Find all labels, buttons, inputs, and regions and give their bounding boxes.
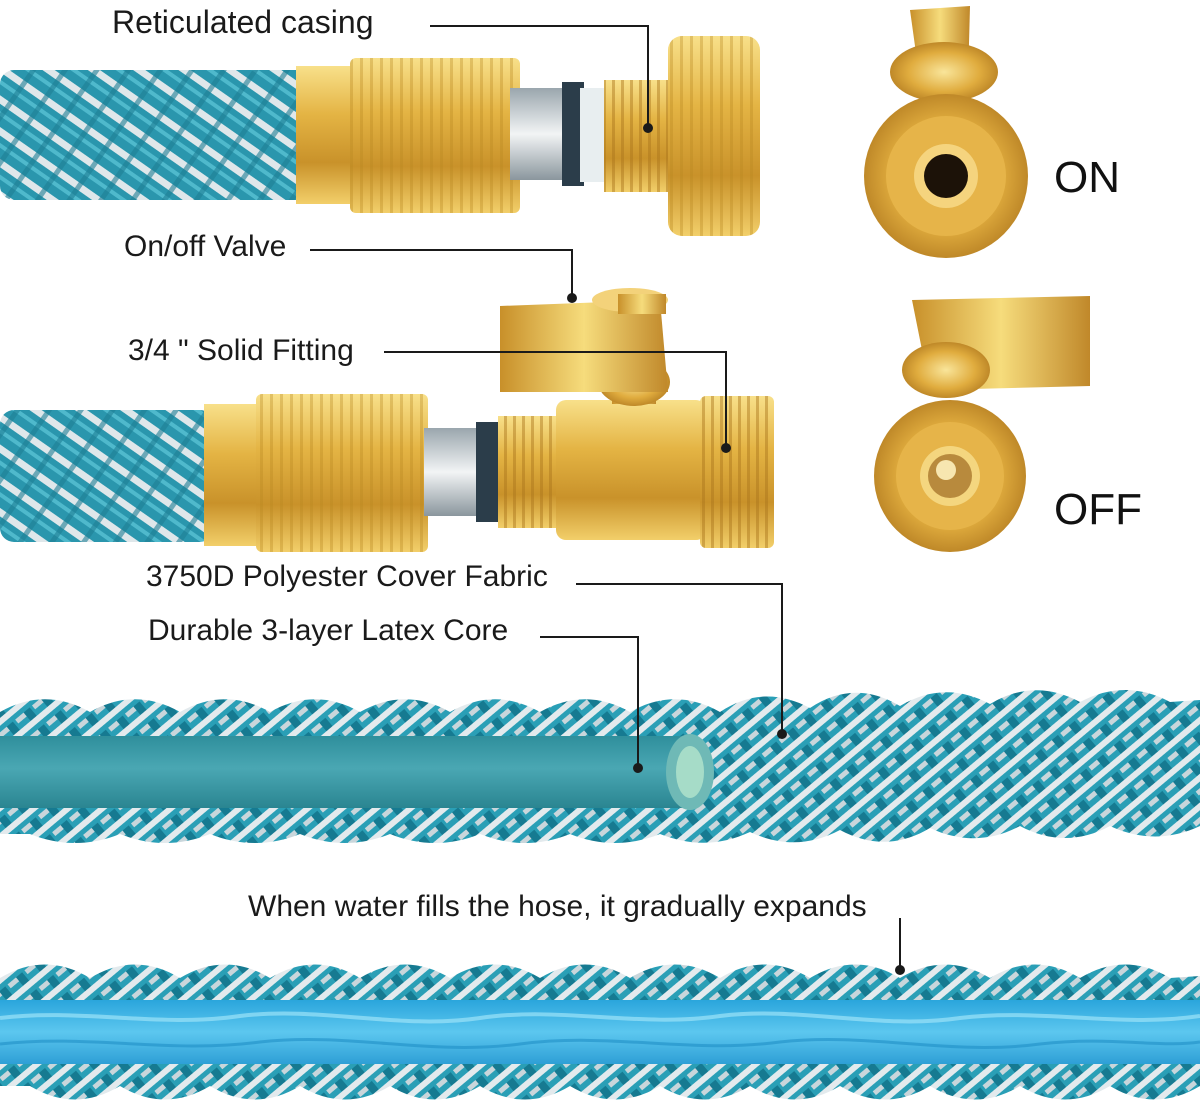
valve-off-illustration (874, 296, 1090, 552)
top-hose-assembly (0, 36, 760, 236)
valve-state-on: ON (1054, 153, 1120, 202)
label-latex-core: Durable 3-layer Latex Core (148, 614, 509, 647)
leader-dot-reticulated-casing (643, 123, 653, 133)
leader-dot-on-off-valve (567, 293, 577, 303)
valve-state-off: OFF (1054, 485, 1142, 534)
leader-cover-fabric (576, 583, 783, 734)
valve-hose-assembly (0, 288, 774, 552)
expanded-hose (0, 964, 1200, 1100)
leader-dot-cover-fabric (777, 729, 787, 739)
label-cover-fabric: 3750D Polyester Cover Fabric (146, 560, 548, 593)
label-reticulated-casing: Reticulated casing (112, 4, 374, 40)
hose-cutaway (0, 690, 1200, 843)
leader-dot-latex-core (633, 763, 643, 773)
leader-solid-fitting (384, 351, 727, 448)
leader-latex-core (540, 636, 639, 768)
leader-on-off-valve (310, 249, 573, 298)
valve-on-illustration (864, 6, 1028, 258)
leader-lines (310, 25, 905, 975)
label-solid-fitting: 3/4 " Solid Fitting (128, 334, 354, 367)
leader-dot-solid-fitting (721, 443, 731, 453)
leader-dot-expands (895, 965, 905, 975)
label-expands: When water fills the hose, it gradually … (248, 890, 867, 923)
leader-reticulated-casing (430, 25, 649, 128)
label-on-off-valve: On/off Valve (124, 230, 287, 263)
